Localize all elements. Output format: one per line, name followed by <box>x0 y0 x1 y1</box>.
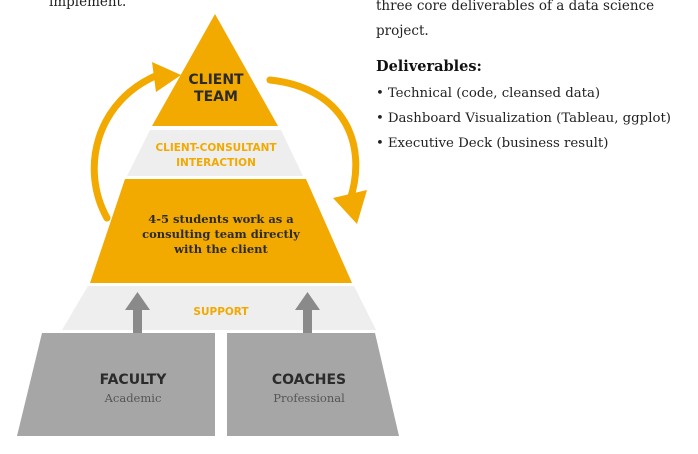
tier-coaches <box>227 333 399 436</box>
bullet-icon: • <box>376 136 384 151</box>
support-label: SUPPORT <box>193 306 249 318</box>
tier-client-team <box>152 14 278 126</box>
support-arrow-left <box>125 292 150 334</box>
interaction-label-line1: CLIENT-CONSULTANT <box>155 142 277 154</box>
deliverable-text: Dashboard Visualization (Tableau, ggplot… <box>387 111 671 126</box>
deliverables-panel: three core deliverables of a data scienc… <box>376 0 694 156</box>
students-line3: with the client <box>173 242 268 256</box>
deliverables-heading: Deliverables: <box>376 58 482 75</box>
tier-interaction-band <box>127 130 303 176</box>
deliverable-text: Technical (code, cleansed data) <box>387 86 601 101</box>
tier-faculty <box>17 333 215 436</box>
bullet-icon: • <box>376 111 384 126</box>
interaction-label-line2: INTERACTION <box>176 157 256 169</box>
students-line1: 4-5 students work as a <box>148 212 294 226</box>
cycle-arrow-left <box>90 62 181 222</box>
bullet-icon: • <box>376 86 384 101</box>
deliverable-item: •Technical (code, cleansed data) <box>376 81 694 106</box>
deliverable-item: •Executive Deck (business result) <box>376 131 694 156</box>
deliverable-text: Executive Deck (business result) <box>387 136 609 151</box>
students-line2: consulting team directly <box>142 227 300 241</box>
cycle-arrow-right <box>266 76 367 224</box>
intro-paragraph: three core deliverables of a data scienc… <box>376 0 694 44</box>
intro-line-2: project. <box>376 23 429 39</box>
coaches-title: COACHES <box>272 372 346 388</box>
tier-client-team-line2: TEAM <box>194 89 238 105</box>
deliverable-item: •Dashboard Visualization (Tableau, ggplo… <box>376 106 694 131</box>
tier-client-team-line1: CLIENT <box>188 72 244 88</box>
coaches-subtitle: Professional <box>273 391 345 405</box>
left-column-trailing-text: implement. <box>49 0 127 10</box>
deliverables-list: •Technical (code, cleansed data) •Dashbo… <box>376 81 694 156</box>
intro-line-1: three core deliverables of a data scienc… <box>376 0 655 14</box>
tier-students <box>90 179 352 283</box>
support-arrow-right <box>295 292 320 334</box>
faculty-title: FACULTY <box>100 372 168 388</box>
faculty-subtitle: Academic <box>104 391 162 405</box>
